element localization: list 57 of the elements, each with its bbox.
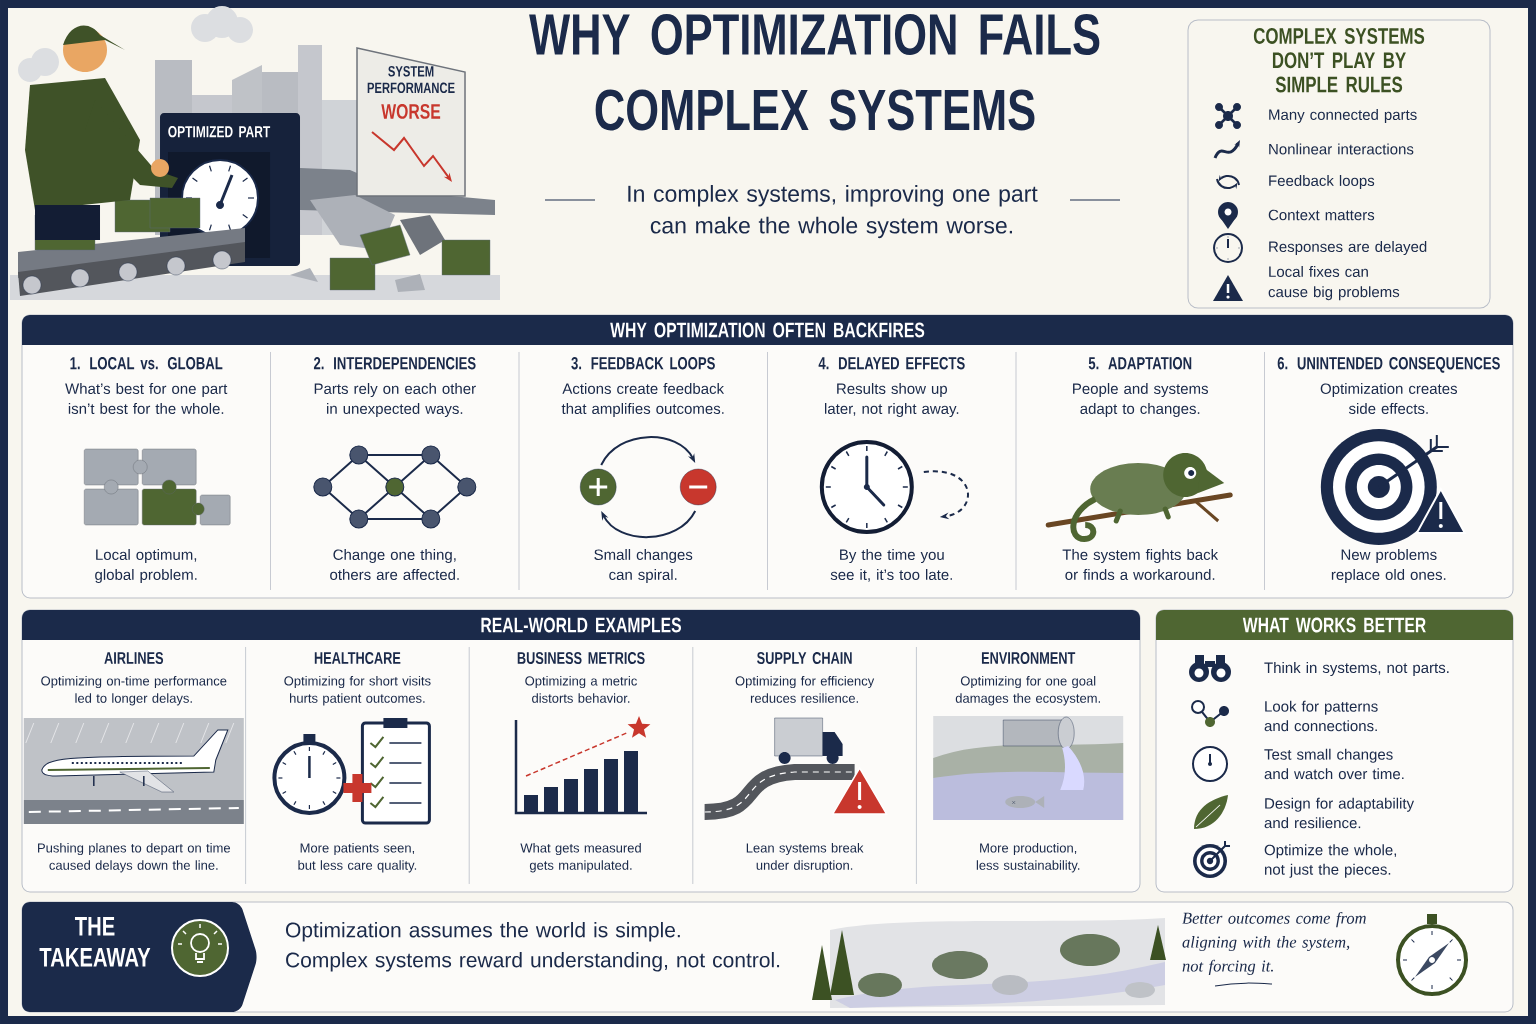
list-item: Responses are delayed (1269, 241, 1427, 255)
card-description: Optimizing for one goal damages the ecosystem. (955, 676, 1100, 706)
title: WHY OPTIMIZATION FAILS COMPLEX SYSTEMS (529, 14, 1100, 131)
list-item: Optimize the whole, not just the pieces. (1264, 844, 1397, 878)
card-title: ENVIRONMENT (981, 652, 1076, 665)
section-heading: REAL-WORLD EXAMPLES (481, 617, 681, 633)
card-caption: Small changes can spiral. (594, 549, 693, 583)
card-title: SUPPLY CHAIN (757, 652, 852, 665)
card-description: Optimizing on-time performance led to longer delays. (41, 676, 227, 706)
card-description: Optimization creates side effects. (1320, 383, 1457, 414)
card-caption: What gets measured gets manipulated. (520, 843, 641, 873)
card-caption: Pushing planes to depart on time caused delays down the line. (38, 843, 231, 873)
section-heading: WHAT WORKS BETTER (1242, 617, 1426, 633)
card-caption: The system fights back or finds a workaround. (1062, 549, 1219, 580)
card-title: BUSINESS METRICS (517, 652, 645, 665)
card-title: AIRLINES (104, 652, 164, 665)
card-caption: New problems replace old ones. (1331, 549, 1446, 583)
card-title: 2. INTERDEPENDENCIES (313, 357, 476, 370)
card-caption: More patients seen, but less care quality. (298, 843, 417, 873)
card-description: Optimizing for efficiency reduces resilience. (735, 676, 875, 703)
list-item: Look for patterns and connections. (1264, 700, 1378, 732)
card-description: Actions create feedback that amplifies outcomes. (561, 383, 725, 417)
card-caption: Change one thing, others are affected. (330, 549, 459, 580)
sign-text: WORSE (381, 104, 441, 119)
subtitle: In complex systems, improving one part can make the whole system worse. (628, 185, 1038, 239)
card-title: 5. ADAPTATION (1088, 357, 1192, 370)
list-item: Nonlinear interactions (1269, 143, 1414, 155)
card-caption: By the time you see it, it’s too late. (830, 549, 952, 582)
card-description: Results show up later, not right away. (825, 383, 959, 417)
card-title: 3. FEEDBACK LOOPS (571, 357, 715, 370)
takeaway-text: Optimization assumes the world is simple. (286, 922, 680, 942)
list-item: Many connected parts (1269, 109, 1417, 123)
panel-heading: COMPLEX SYSTEMS DON’T PLAY BY SIMPLE RULES (1253, 28, 1425, 93)
card-description: Parts rely on each other in unexpected ways. (314, 383, 476, 417)
card-description: Optimizing for short visits hurts patient outcomes. (284, 676, 431, 706)
card-description: What’s best for one part isn’t best for the whole. (65, 383, 228, 414)
card-caption: Lean systems break under disruption. (746, 843, 864, 873)
card-caption: More production, less sustainability. (976, 843, 1080, 873)
takeaway-text: Complex systems reward understanding, not control. (286, 952, 780, 972)
section-heading: WHY OPTIMIZATION OFTEN BACKFIRES (610, 322, 925, 338)
list-item: Context matters (1268, 209, 1375, 221)
handwritten-note: Better outcomes come from aligning with the system, not forcing it. (1182, 912, 1366, 975)
list-item: Design for adaptability and resilience. (1264, 797, 1414, 829)
sign-text: SYSTEM PERFORMANCE (367, 66, 455, 94)
machine-label: OPTIMIZED PART (168, 126, 271, 138)
card-title: 6. UNINTENDED CONSEQUENCES (1277, 357, 1500, 373)
takeaway-heading: THE TAKEAWAY (39, 917, 151, 967)
card-description: Optimizing a metric distorts behavior. (525, 676, 637, 703)
card-title: 1. LOCAL vs. GLOBAL (70, 357, 223, 370)
card-description: People and systems adapt to changes. (1073, 383, 1208, 417)
list-item: Local fixes can cause big problems (1268, 266, 1400, 301)
list-item: Test small changes and watch over time. (1264, 748, 1404, 780)
card-title: 4. DELAYED EFFECTS (818, 357, 965, 370)
card-caption: Local optimum, global problem. (95, 549, 197, 583)
list-item: Think in systems, not parts. (1264, 662, 1449, 676)
list-item: Feedback loops (1269, 175, 1375, 189)
card-title: HEALTHCARE (314, 652, 401, 665)
